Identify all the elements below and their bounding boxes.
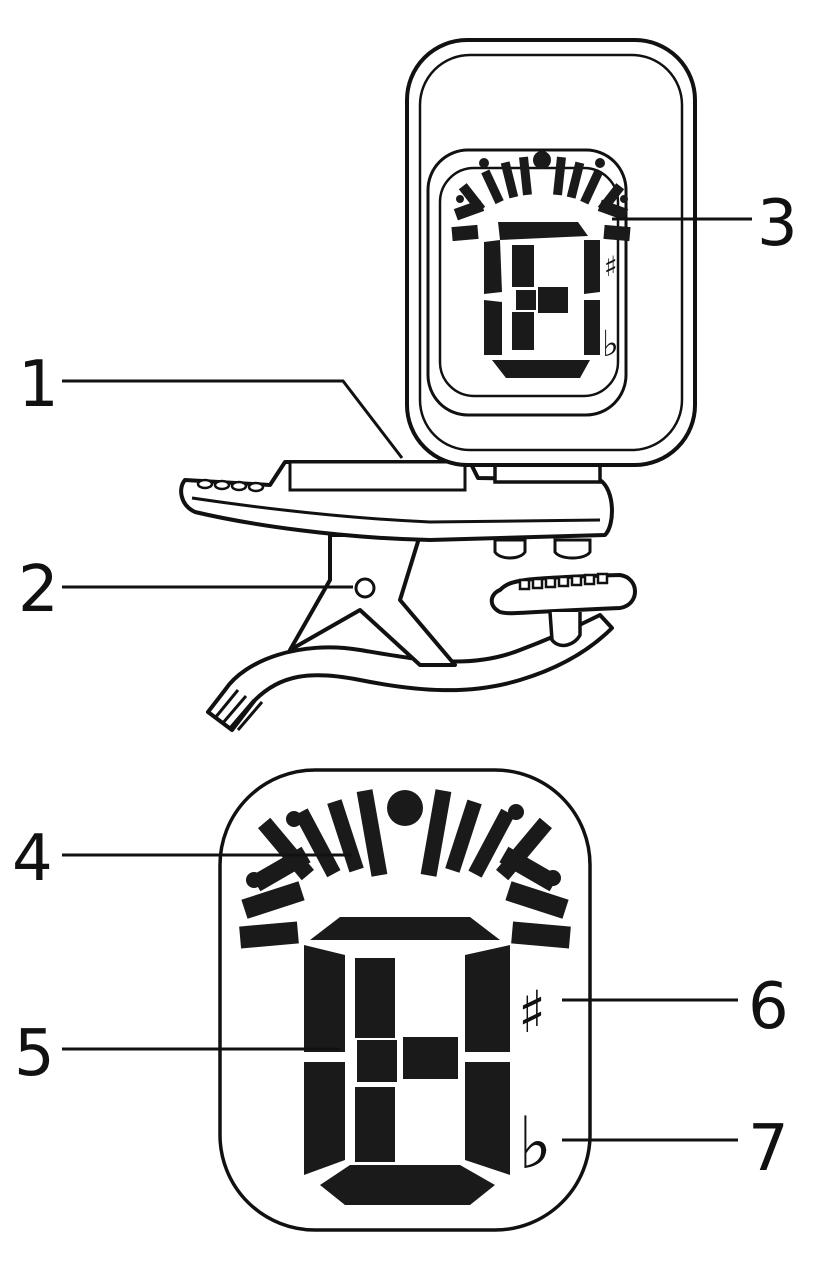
clip-pivot-pin bbox=[354, 577, 376, 599]
segment-top bbox=[310, 917, 500, 940]
small-sharp-symbol: ♯ bbox=[604, 250, 618, 283]
small-digit-display bbox=[484, 222, 600, 378]
segment-top-right bbox=[465, 945, 510, 1052]
segment-inner-top bbox=[355, 958, 395, 1038]
leader-line-1 bbox=[62, 379, 404, 459]
sharp-symbol: ♯ bbox=[518, 978, 546, 1046]
callout-7: 7 bbox=[748, 1112, 789, 1186]
clip-slot bbox=[288, 460, 467, 492]
tuner-head-inner bbox=[418, 53, 684, 452]
digit-display bbox=[304, 917, 510, 1205]
segment-bottom bbox=[320, 1165, 495, 1205]
callout-4: 4 bbox=[12, 822, 53, 896]
clip-arm-bumps bbox=[196, 478, 265, 493]
clip-grip-ridges bbox=[213, 689, 264, 731]
segment-center-right bbox=[403, 1037, 458, 1079]
callout-3: 3 bbox=[757, 187, 798, 261]
callout-5: 5 bbox=[14, 1017, 55, 1091]
swivel-knobs bbox=[493, 538, 592, 560]
enlarged-display: ♯ ♭ bbox=[218, 768, 592, 1232]
callout-labels: 1 2 3 4 5 6 7 bbox=[12, 187, 798, 1186]
segment-top-left bbox=[304, 945, 345, 1052]
callout-2: 2 bbox=[18, 553, 59, 627]
small-needle-meter bbox=[451, 151, 631, 242]
clip-body bbox=[288, 533, 457, 667]
segment-bottom-right bbox=[465, 1062, 510, 1175]
small-flat-symbol: ♭ bbox=[602, 324, 619, 365]
callout-1: 1 bbox=[18, 348, 59, 422]
segment-center-left bbox=[357, 1040, 397, 1082]
segment-bottom-left bbox=[304, 1062, 345, 1175]
segment-inner-bottom bbox=[355, 1087, 395, 1162]
tuner-device: ♯ ♭ bbox=[179, 38, 697, 732]
needle-meter bbox=[239, 789, 571, 949]
callout-6: 6 bbox=[748, 970, 789, 1044]
clip-pad-stem bbox=[548, 611, 582, 648]
clip-lower-jaw bbox=[206, 613, 614, 732]
clip-upper-arm-edge bbox=[191, 496, 601, 524]
leader-lines bbox=[62, 217, 752, 1142]
clip-pad-ridges bbox=[518, 572, 609, 591]
flat-symbol: ♭ bbox=[518, 1101, 552, 1185]
